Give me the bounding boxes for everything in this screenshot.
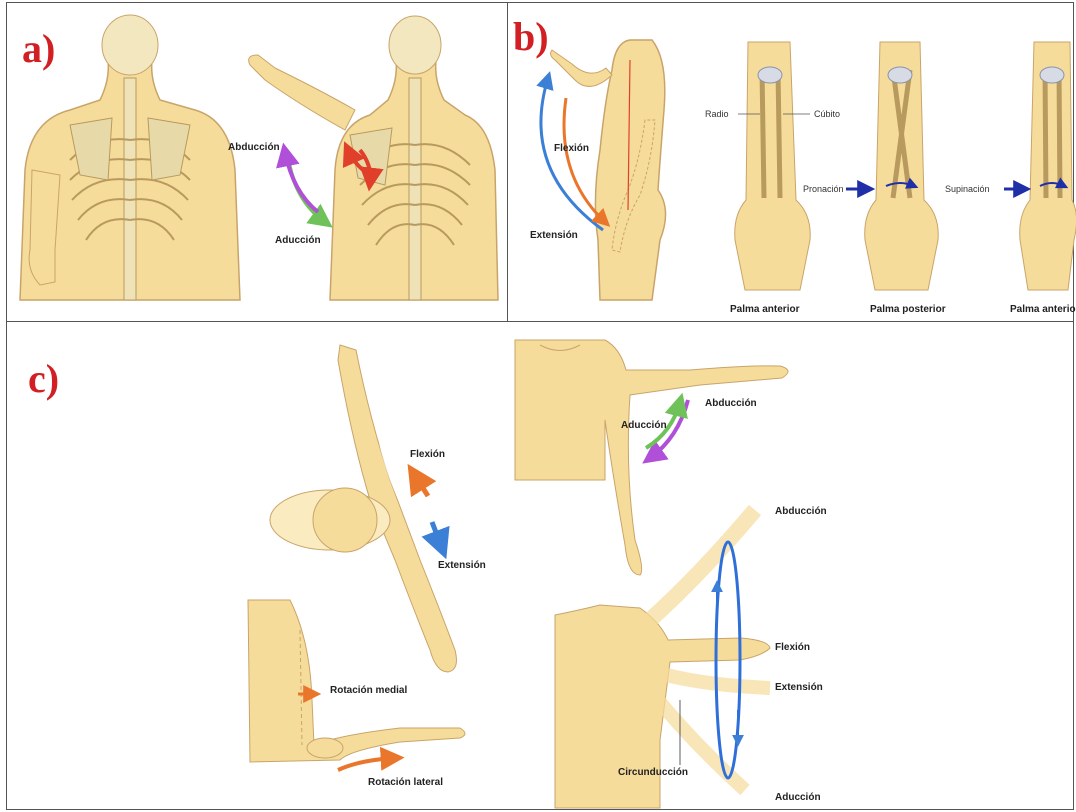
panel-b: b) Flexión Extensión [513,14,1076,315]
label-b-palm-anterior-1: Palma anterior [730,304,800,315]
label-b-palm-anterior-2: Palma anterio [1010,304,1076,315]
front-torso-circumduction [555,510,770,808]
side-body-figure [551,40,666,300]
label-c-adduction: Aducción [621,420,667,431]
label-c-extension: Extensión [438,560,486,571]
label-a-adduction: Aducción [275,235,321,246]
label-c-extension-2: Extensión [775,682,823,693]
forearm-posterior [865,42,938,290]
panel-a: a) [20,15,498,300]
label-b-extension: Extensión [530,230,578,241]
label-b-pronation: Pronación [803,184,844,194]
label-c-abduction-2: Abducción [775,506,827,517]
label-b-supination: Supinación [945,184,990,194]
label-c-circumduction: Circunducción [618,767,688,778]
label-c-medial-rotation: Rotación medial [330,685,407,696]
label-b-palm-posterior: Palma posterior [870,304,946,315]
panel-a-arrows [285,152,325,222]
label-b-flexion: Flexión [554,143,589,154]
label-c-abduction: Abducción [705,398,757,409]
forearm-anterior-1 [735,42,810,290]
label-c-adduction-2: Aducción [775,792,821,803]
panel-b-letter: b) [513,14,549,59]
label-c-flexion-2: Flexión [775,642,810,653]
label-b-ulna: Cúbito [814,109,840,119]
label-c-lateral-rotation: Rotación lateral [368,777,443,788]
panel-c-letter: c) [28,356,59,401]
forearm-anterior-2 [1020,42,1076,290]
panel-a-letter: a) [22,26,55,71]
label-a-abduction: Abducción [228,142,280,153]
label-b-radius: Radio [705,109,729,119]
panel-c: c) Flexión Extensión Rotación medial Rot… [28,340,827,808]
label-c-flexion: Flexión [410,449,445,460]
